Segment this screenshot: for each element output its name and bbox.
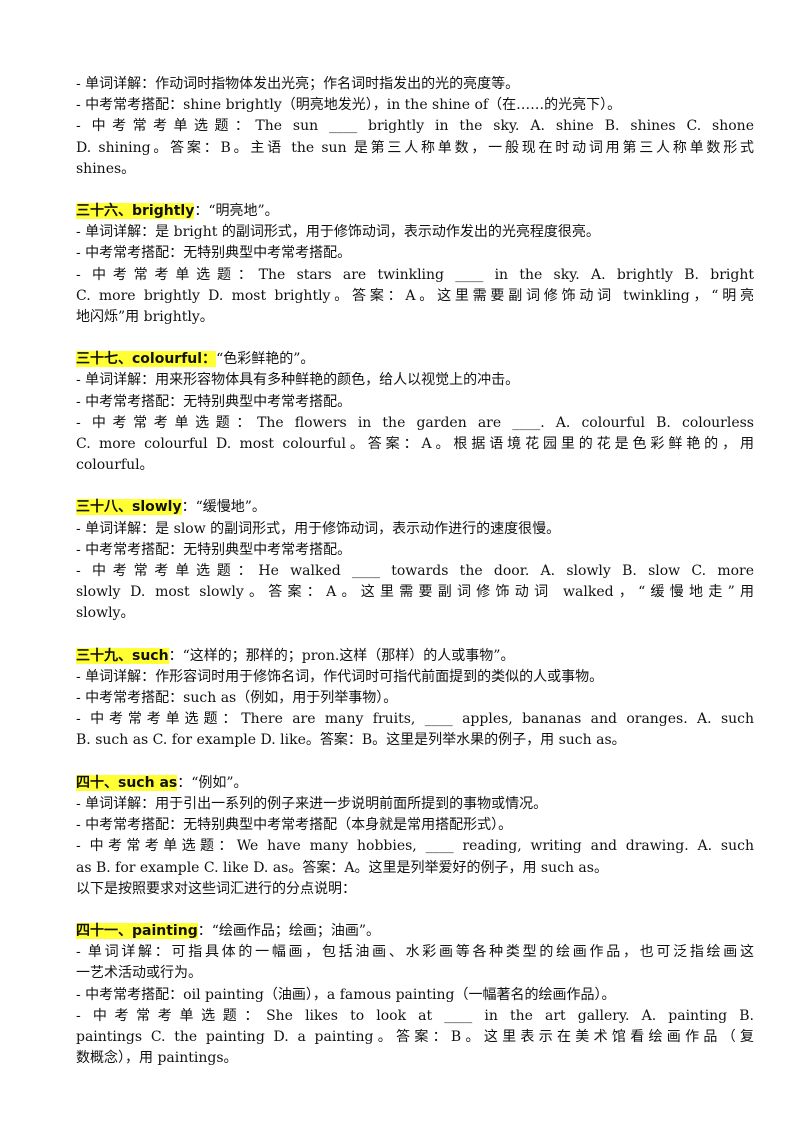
- answer-line: as B. for example C. like D. as。答案：A。这里是…: [76, 859, 608, 876]
- answer-line: slowly D. most slowly。答案：A。这里需要副词修饰动词 wa…: [76, 584, 754, 601]
- entry-heading: 三十八、slowly：“缓慢地”。: [76, 497, 754, 518]
- heading-word: 四十一、painting: [76, 922, 198, 939]
- answer-line: D. shining。答案：B。主语 the sun 是第三人称单数，一般现在时…: [76, 139, 754, 156]
- answer-line-end: slowly。: [76, 605, 135, 622]
- heading-meaning: ：“这样的；那样的；pron.这样（那样）的人或事物”。: [168, 647, 515, 664]
- collocation-line: - 中考常考搭配：shine brightly（明亮地发光），in the sh…: [76, 97, 622, 114]
- transition-line: 以下是按照要求对这些词汇进行的分点说明：: [76, 880, 356, 897]
- question-line: - 中考常考单选题：The flowers in the garden are …: [76, 414, 754, 431]
- collocation-line: - 中考常考搭配：无特别典型中考常考搭配。: [76, 393, 352, 410]
- detail-line: - 单词详解：是 bright 的副词形式，用于修饰动词，表示动作发出的光亮程度…: [76, 224, 600, 241]
- question-line: - 中考常考单选题：The stars are twinkling ____ i…: [76, 266, 754, 283]
- detail-line: - 单词详解：作形容词时用于修饰名词，作代词时可指代前面提到的类似的人或事物。: [76, 668, 604, 685]
- answer-line-end: 地闪烁”用 brightly。: [76, 309, 214, 326]
- collocation-line: - 中考常考搭配：无特别典型中考常考搭配。: [76, 245, 352, 262]
- heading-meaning: ：“例如”。: [177, 774, 248, 791]
- answer-line-end: 数概念），用 paintings。: [76, 1050, 238, 1067]
- entry-colourful: 三十七、colourful：“色彩鲜艳的”。 - 单词详解：用来形容物体具有多种…: [76, 349, 754, 476]
- entry-slowly: 三十八、slowly：“缓慢地”。 - 单词详解：是 slow 的副词形式，用于…: [76, 497, 754, 624]
- heading-meaning: ：“绘画作品；绘画；油画”。: [197, 922, 381, 939]
- collocation-line: - 中考常考搭配：无特别典型中考常考搭配（本身就是常用搭配形式）。: [76, 817, 513, 834]
- answer-line-end: shines。: [76, 160, 136, 177]
- detail-line: - 单词详解：用于引出一系列的例子来进一步说明前面所提到的事物或情况。: [76, 795, 548, 812]
- answer-line: B. such as C. for example D. like。答案：B。这…: [76, 732, 626, 749]
- detail-line: - 单词详解：作动词时指物体发出光亮；作名词时指发出的光的亮度等。: [76, 76, 520, 92]
- heading-word: 四十、such as: [76, 774, 178, 791]
- entry-painting: 四十一、painting：“绘画作品；绘画；油画”。 - 单词详解：可指具体的一…: [76, 921, 754, 1069]
- entry-heading: 三十七、colourful：“色彩鲜艳的”。: [76, 349, 754, 370]
- entry-such: 三十九、such：“这样的；那样的；pron.这样（那样）的人或事物”。 - 单…: [76, 646, 754, 752]
- detail-line-end: 一艺术活动或行为。: [76, 965, 202, 982]
- entry-heading: 四十一、painting：“绘画作品；绘画；油画”。: [76, 921, 754, 942]
- detail-line: - 单词详解：可指具体的一幅画，包括油画、水彩画等各种类型的绘画作品，也可泛指绘…: [76, 944, 754, 961]
- entry-brightly: 三十六、brightly：“明亮地”。 - 单词详解：是 bright 的副词形…: [76, 201, 754, 328]
- entry-heading: 三十六、brightly：“明亮地”。: [76, 201, 754, 222]
- entry-shine: - 单词详解：作动词时指物体发出光亮；作名词时指发出的光的亮度等。 - 中考常考…: [76, 74, 754, 180]
- detail-line: - 单词详解：是 slow 的副词形式，用于修饰动词，表示动作进行的速度很慢。: [76, 520, 561, 537]
- question-line: - 中考常考单选题：She likes to look at ____ in t…: [76, 1007, 754, 1024]
- collocation-line: - 中考常考搭配：无特别典型中考常考搭配。: [76, 541, 352, 558]
- question-line: - 中考常考单选题：We have many hobbies, ____ rea…: [76, 838, 754, 855]
- entry-heading: 三十九、such：“这样的；那样的；pron.这样（那样）的人或事物”。: [76, 646, 754, 667]
- heading-meaning: ：“明亮地”。: [194, 203, 279, 220]
- answer-line: C. more colourful D. most colourful。答案：A…: [76, 436, 754, 453]
- answer-line-end: colourful。: [76, 457, 154, 474]
- question-line: - 中考常考单选题：He walked ____ towards the doo…: [76, 563, 754, 580]
- detail-line: - 单词详解：用来形容物体具有多种鲜艳的颜色，给人以视觉上的冲击。: [76, 372, 520, 389]
- heading-meaning: ：“缓慢地”。: [181, 499, 266, 516]
- question-line: - 中考常考单选题：The sun ____ brightly in the s…: [76, 118, 754, 135]
- entry-such-as: 四十、such as：“例如”。 - 单词详解：用于引出一系列的例子来进一步说明…: [76, 773, 754, 900]
- heading-word: 三十六、brightly: [76, 203, 195, 220]
- heading-word: 三十七、colourful：: [76, 351, 217, 368]
- heading-word: 三十九、such: [76, 647, 169, 664]
- collocation-line: - 中考常考搭配：oil painting（油画），a famous paint…: [76, 986, 616, 1003]
- question-line: - 中考常考单选题：There are many fruits, ____ ap…: [76, 711, 754, 728]
- answer-line: C. more brightly D. most brightly。答案：A。这…: [76, 287, 754, 304]
- answer-line: paintings C. the painting D. a painting。…: [76, 1028, 754, 1045]
- heading-meaning: “色彩鲜艳的”。: [216, 351, 315, 368]
- collocation-line: - 中考常考搭配：such as（例如，用于列举事物）。: [76, 690, 398, 707]
- entry-heading: 四十、such as：“例如”。: [76, 773, 754, 794]
- heading-word: 三十八、slowly: [76, 499, 182, 516]
